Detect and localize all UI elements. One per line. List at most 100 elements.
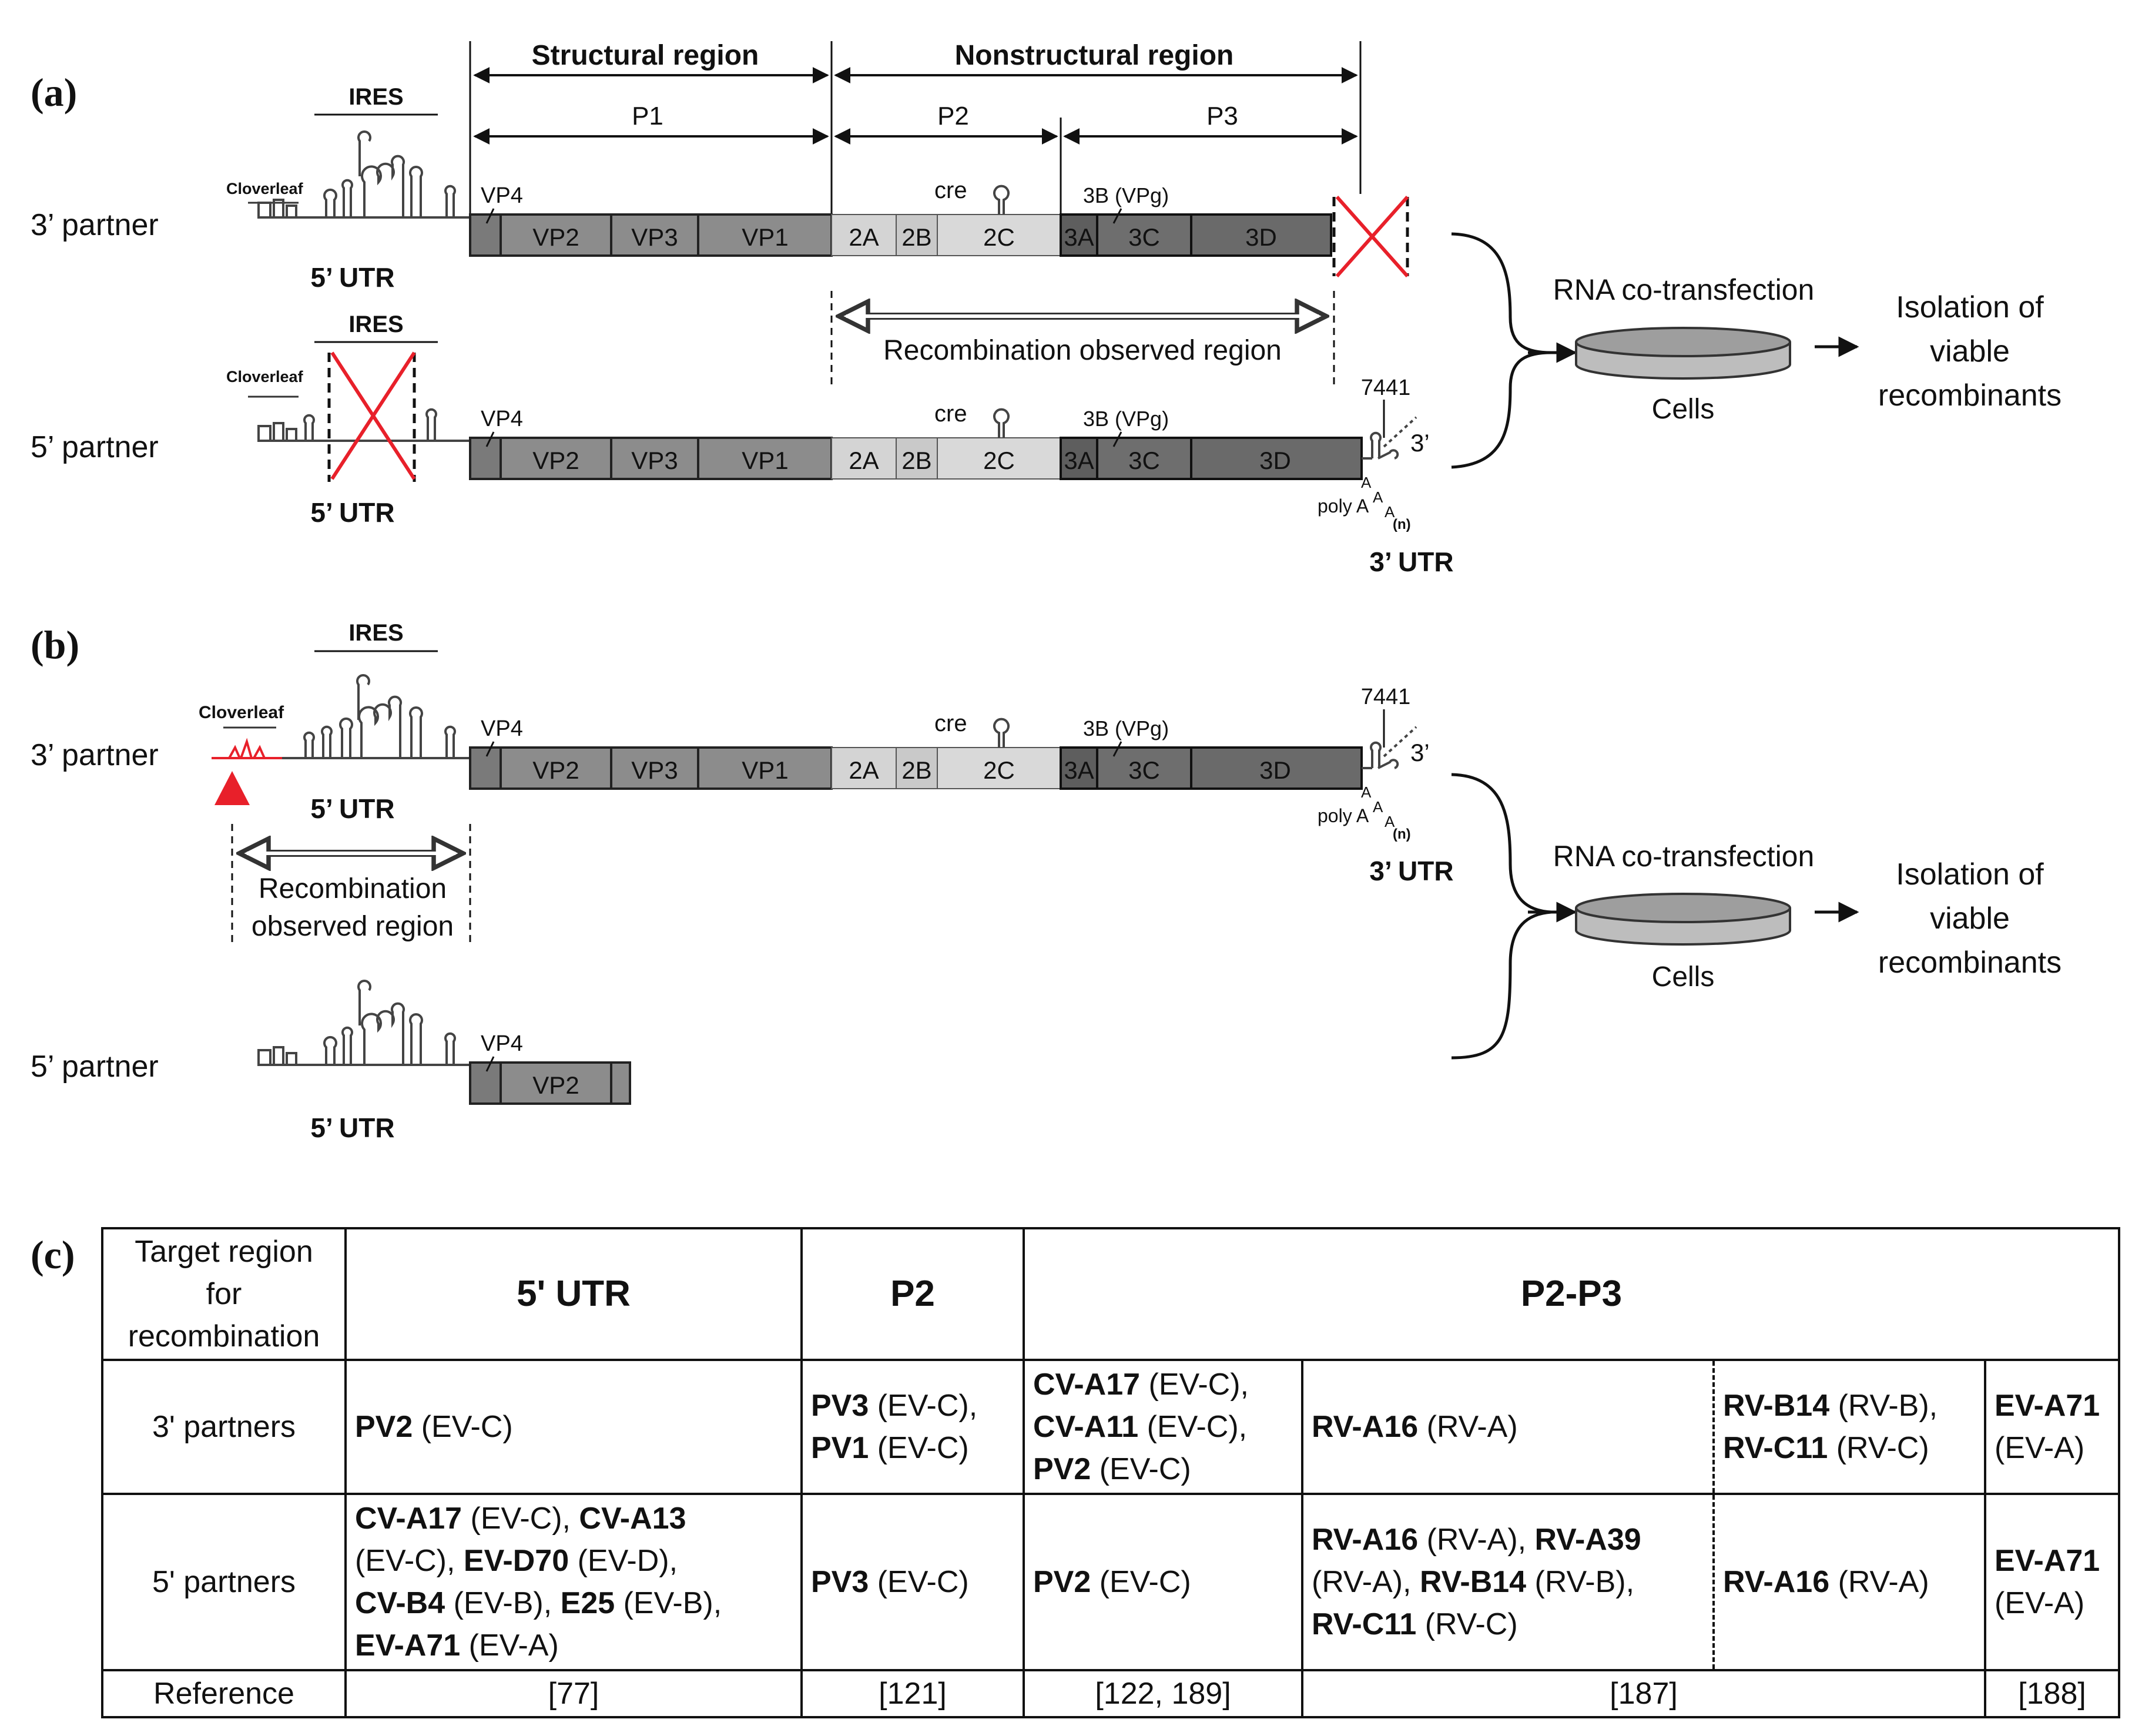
table-cell-line: CV-A11 (EV-C), bbox=[1033, 1410, 1248, 1444]
a-5utr-label-1: 5’ UTR bbox=[310, 262, 394, 293]
b-3a-1: 3A bbox=[1064, 756, 1094, 784]
a-polya-n: (n) bbox=[1393, 517, 1411, 532]
b-3c-1: 3C bbox=[1128, 756, 1160, 784]
a-vp4-label-2: VP4 bbox=[481, 407, 523, 431]
b-isolation-line1: Isolation of bbox=[1896, 857, 2044, 892]
b-vp4-label-2: VP4 bbox=[481, 1031, 523, 1056]
table-row-3prime-partners: 3' partners PV2 (EV-C) PV3 (EV-C),PV1 (E… bbox=[101, 1359, 2120, 1495]
a-3c-1: 3C bbox=[1128, 223, 1160, 251]
table-cell-line: EV-A71 bbox=[1995, 1389, 2100, 1423]
a-vp1-2: VP1 bbox=[742, 447, 788, 474]
a-vp4-label-1: VP4 bbox=[481, 183, 523, 208]
b-cells-label: Cells bbox=[1652, 961, 1715, 993]
a-3utr-deletion-cross bbox=[1332, 196, 1409, 277]
cell-3p-p2p3-b: RV-A16 (RV-A) bbox=[1301, 1359, 1715, 1495]
b-5utr-label-2: 5’ UTR bbox=[310, 1112, 394, 1143]
a-3a-1: 3A bbox=[1064, 223, 1094, 251]
a-3c-2: 3C bbox=[1128, 447, 1160, 474]
b-ires-label-1: IRES bbox=[348, 620, 403, 646]
b-polya-a3: A bbox=[1385, 813, 1395, 830]
header-5utr: 5' UTR bbox=[344, 1227, 803, 1361]
a-ires-label-1: IRES bbox=[348, 84, 403, 110]
a-3utr-structure bbox=[1362, 400, 1417, 460]
a-2c-2: 2C bbox=[983, 447, 1015, 474]
a-vpg-label-2: 3B (VPg) bbox=[1083, 407, 1169, 431]
a-5prime-partner-label: 5’ partner bbox=[31, 430, 159, 464]
b-vp4-label-1: VP4 bbox=[481, 716, 523, 741]
b-cre-hairpin bbox=[993, 718, 1010, 748]
a-nt7441-label: 7441 bbox=[1361, 376, 1411, 400]
table-cell-line: (EV-A) bbox=[1995, 1586, 2085, 1620]
a-cell-dish-icon bbox=[1575, 327, 1791, 380]
a-cre-label-1: cre bbox=[934, 177, 967, 203]
b-genome-bar-1 bbox=[469, 746, 1363, 790]
table-cell-line: RV-A16 (RV-A), RV-A39 bbox=[1312, 1523, 1641, 1557]
b-recomb-region-line2: observed region bbox=[252, 911, 454, 942]
table-cell-line: (RV-A), RV-B14 (RV-B), bbox=[1312, 1565, 1635, 1599]
a-5utr-label-2: 5’ UTR bbox=[310, 497, 394, 528]
table-cell-line: PV2 (EV-C) bbox=[1033, 1452, 1191, 1486]
row-label-5prime: 5' partners bbox=[101, 1493, 347, 1671]
a-merge-brace bbox=[1451, 232, 1552, 469]
table-cell-line: EV-A71 (EV-A) bbox=[355, 1628, 559, 1663]
p2-label: P2 bbox=[937, 102, 969, 130]
panel-a-letter: (a) bbox=[31, 70, 77, 115]
b-3end-label: 3’ bbox=[1410, 739, 1430, 766]
b-cell-dish-icon bbox=[1575, 893, 1791, 946]
b-5utr-label-1: 5’ UTR bbox=[310, 793, 394, 824]
a-5utr-structure-2 bbox=[257, 408, 470, 442]
b-isolation-line3: recombinants bbox=[1878, 946, 2062, 980]
recombination-partners-table: Target region for recombination 5' UTR P… bbox=[101, 1227, 2120, 1718]
a-polya-a2: A bbox=[1373, 488, 1383, 506]
b-3prime-partner-label: 3’ partner bbox=[31, 738, 159, 772]
nonstructural-region-label: Nonstructural region bbox=[955, 40, 1234, 71]
a-genome-bar-2 bbox=[469, 437, 1363, 480]
cell-3p-5utr: PV2 (EV-C) bbox=[344, 1359, 803, 1495]
cell-3p-p2p3-d: EV-A71 (EV-A) bbox=[1984, 1359, 2120, 1495]
table-row-5prime-partners: 5' partners CV-A17 (EV-C), CV-A13 (EV-C),… bbox=[101, 1493, 2120, 1671]
table-cell-line: EV-A71 bbox=[1995, 1544, 2100, 1578]
b-cre-label: cre bbox=[934, 711, 967, 736]
table-cell-line: PV2 (EV-C) bbox=[355, 1410, 513, 1444]
b-3d-1: 3D bbox=[1259, 756, 1291, 784]
row-label-3prime: 3' partners bbox=[101, 1359, 347, 1495]
panel-b: (b) 3’ partner IRES Cloverleaf 5’ UTR bbox=[31, 620, 2062, 1143]
a-polya-a1: A bbox=[1361, 474, 1372, 491]
table-row-reference: Reference [77] [121] [122, 189] [187] [1… bbox=[101, 1669, 2120, 1718]
table-cell-line: PV1 (EV-C) bbox=[811, 1431, 969, 1465]
cell-5p-p2p3-b: RV-A16 (RV-A), RV-A39 (RV-A), RV-B14 (RV-… bbox=[1301, 1493, 1715, 1671]
b-vp2-2: VP2 bbox=[532, 1071, 579, 1099]
structural-region-label: Structural region bbox=[532, 40, 759, 71]
header-target-region: Target region for recombination bbox=[101, 1227, 347, 1361]
b-3utr-label: 3’ UTR bbox=[1369, 856, 1453, 886]
a-cre-hairpin-2 bbox=[993, 408, 1010, 438]
ref-p2p3-bc: [187] bbox=[1301, 1669, 1986, 1718]
a-isolation-line2: viable bbox=[1930, 334, 2010, 368]
a-recomb-region-label: Recombination observed region bbox=[883, 335, 1282, 366]
a-vp3-1: VP3 bbox=[631, 223, 678, 251]
b-polya-n: (n) bbox=[1393, 826, 1411, 842]
b-genome-bar-2 bbox=[469, 1061, 631, 1105]
table-cell-line: PV2 (EV-C) bbox=[1033, 1565, 1191, 1599]
b-vp2-1: VP2 bbox=[532, 756, 579, 784]
a-cells-label: Cells bbox=[1652, 394, 1715, 425]
a-2a-2: 2A bbox=[849, 447, 879, 474]
table-cell-line: CV-A17 (EV-C), CV-A13 bbox=[355, 1502, 686, 1536]
a-2a-1: 2A bbox=[849, 223, 879, 251]
p1-label: P1 bbox=[632, 102, 663, 130]
a-isolation-line3: recombinants bbox=[1878, 378, 2062, 413]
cell-5p-p2p3-a: PV2 (EV-C) bbox=[1023, 1493, 1303, 1671]
a-2b-2: 2B bbox=[901, 447, 931, 474]
b-recomb-region-line1: Recombination bbox=[259, 873, 447, 904]
table-cell-line: (EV-C), EV-D70 (EV-D), bbox=[355, 1544, 678, 1578]
b-cloverleaf-label-1: Cloverleaf bbox=[199, 703, 284, 722]
a-5utr-structure-1 bbox=[257, 130, 470, 219]
table-cell-line: RV-B14 (RV-B), bbox=[1723, 1389, 1938, 1423]
a-cre-label-2: cre bbox=[934, 401, 967, 427]
a-vpg-label-1: 3B (VPg) bbox=[1083, 183, 1169, 207]
table-cell-line: (EV-A) bbox=[1995, 1431, 2085, 1465]
b-3utr-structure bbox=[1362, 709, 1417, 769]
a-polya-label: poly A bbox=[1318, 495, 1369, 517]
panel-b-letter: (b) bbox=[31, 622, 79, 667]
